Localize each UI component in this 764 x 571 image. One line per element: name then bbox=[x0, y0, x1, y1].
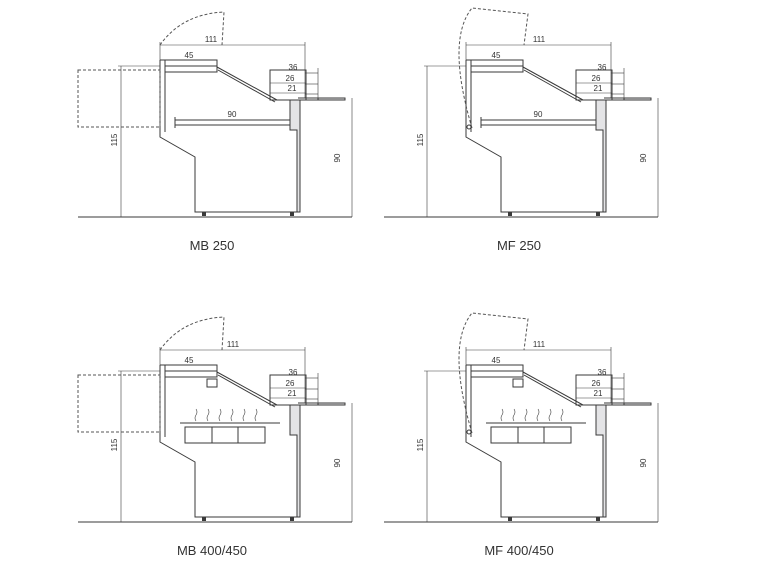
dim-counter: 90 bbox=[639, 458, 648, 467]
dim-h1: 36 bbox=[598, 63, 607, 72]
foot-right bbox=[596, 212, 600, 216]
cabinet-body bbox=[159, 60, 346, 213]
caption-mf-250: MF 250 bbox=[497, 238, 541, 253]
dim-h2: 26 bbox=[592, 379, 601, 388]
dim-counter: 90 bbox=[333, 458, 342, 467]
food-pans bbox=[184, 426, 266, 444]
cabinet-body bbox=[465, 60, 652, 213]
dim-shelf: 90 bbox=[534, 110, 543, 119]
dim-h1: 36 bbox=[289, 63, 298, 72]
front-glass-inner bbox=[217, 374, 276, 408]
heat-wave-3 bbox=[524, 408, 528, 422]
heat-wave-6 bbox=[560, 408, 564, 422]
foot-left bbox=[202, 212, 206, 216]
drawing-mf-250: 111 45 90 36 26 21 115 90 MF 250 bbox=[384, 7, 659, 253]
heat-wave-2 bbox=[512, 408, 516, 422]
heat-wave-5 bbox=[242, 408, 246, 422]
drawing-mb-250: 111 45 90 36 26 21 115 90 MB 250 bbox=[77, 11, 353, 253]
top-box bbox=[269, 374, 307, 406]
dim-top-width: 111 bbox=[533, 35, 546, 44]
heat-wave-4 bbox=[536, 408, 540, 422]
front-glass bbox=[216, 66, 278, 101]
front-glass bbox=[216, 371, 278, 406]
drawing-mf-400-450: 111 45 36 26 21 115 90 MF 400/450 bbox=[384, 312, 659, 558]
cabinet-body bbox=[159, 365, 346, 518]
heat-wave-3 bbox=[218, 408, 222, 422]
drawing-mb-400-450: 111 45 36 26 21 115 90 MB 400/450 bbox=[77, 316, 353, 558]
front-glass bbox=[522, 66, 584, 101]
top-box bbox=[269, 69, 307, 101]
front-glass-inner bbox=[523, 374, 582, 408]
lid-open-arc bbox=[159, 316, 225, 351]
dim-top-width: 111 bbox=[227, 340, 240, 349]
heat-wave-1 bbox=[500, 408, 504, 422]
caption-mf-400-450: MF 400/450 bbox=[484, 543, 553, 558]
lid-open-arc bbox=[159, 11, 225, 46]
top-box bbox=[575, 69, 613, 101]
front-glass-inner bbox=[217, 69, 276, 103]
foot-left bbox=[202, 517, 206, 521]
heat-wave-2 bbox=[206, 408, 210, 422]
heat-wave-5 bbox=[548, 408, 552, 422]
dim-depth: 45 bbox=[492, 51, 501, 60]
door-swing-arc bbox=[458, 7, 529, 129]
dim-depth: 45 bbox=[185, 356, 194, 365]
dim-h3: 21 bbox=[288, 389, 297, 398]
cabinet-body bbox=[465, 365, 652, 518]
foot-right bbox=[290, 517, 294, 521]
dim-shelf: 90 bbox=[228, 110, 237, 119]
foot-right bbox=[596, 517, 600, 521]
dim-h2: 26 bbox=[592, 74, 601, 83]
heat-wave-4 bbox=[230, 408, 234, 422]
food-pans bbox=[490, 426, 572, 444]
foot-right bbox=[290, 212, 294, 216]
dim-height: 115 bbox=[110, 133, 119, 146]
dim-depth: 45 bbox=[185, 51, 194, 60]
dim-h1: 36 bbox=[598, 368, 607, 377]
dim-counter: 90 bbox=[333, 153, 342, 162]
top-box bbox=[575, 374, 613, 406]
dim-h3: 21 bbox=[594, 389, 603, 398]
caption-mb-250: MB 250 bbox=[190, 238, 235, 253]
front-glass-inner bbox=[523, 69, 582, 103]
caption-mb-400-450: MB 400/450 bbox=[177, 543, 247, 558]
drawer-open-outline bbox=[77, 69, 161, 128]
dim-height: 115 bbox=[416, 438, 425, 451]
dim-h2: 26 bbox=[286, 379, 295, 388]
foot-left bbox=[508, 517, 512, 521]
heat-wave-1 bbox=[194, 408, 198, 422]
dim-top-width: 111 bbox=[205, 35, 218, 44]
front-glass bbox=[522, 371, 584, 406]
door-hinge bbox=[466, 429, 472, 435]
dim-counter: 90 bbox=[639, 153, 648, 162]
dim-h3: 21 bbox=[594, 84, 603, 93]
drawer-open-outline bbox=[77, 374, 161, 433]
foot-left bbox=[508, 212, 512, 216]
dim-top-width: 111 bbox=[533, 340, 546, 349]
dim-h3: 21 bbox=[288, 84, 297, 93]
dim-height: 115 bbox=[416, 133, 425, 146]
dim-height: 115 bbox=[110, 438, 119, 451]
dim-h1: 36 bbox=[289, 368, 298, 377]
dim-h2: 26 bbox=[286, 74, 295, 83]
door-swing-arc bbox=[458, 312, 529, 434]
lamp bbox=[206, 378, 218, 388]
door-hinge bbox=[466, 124, 472, 130]
heat-wave-6 bbox=[254, 408, 258, 422]
lamp bbox=[512, 378, 524, 388]
dim-depth: 45 bbox=[492, 356, 501, 365]
